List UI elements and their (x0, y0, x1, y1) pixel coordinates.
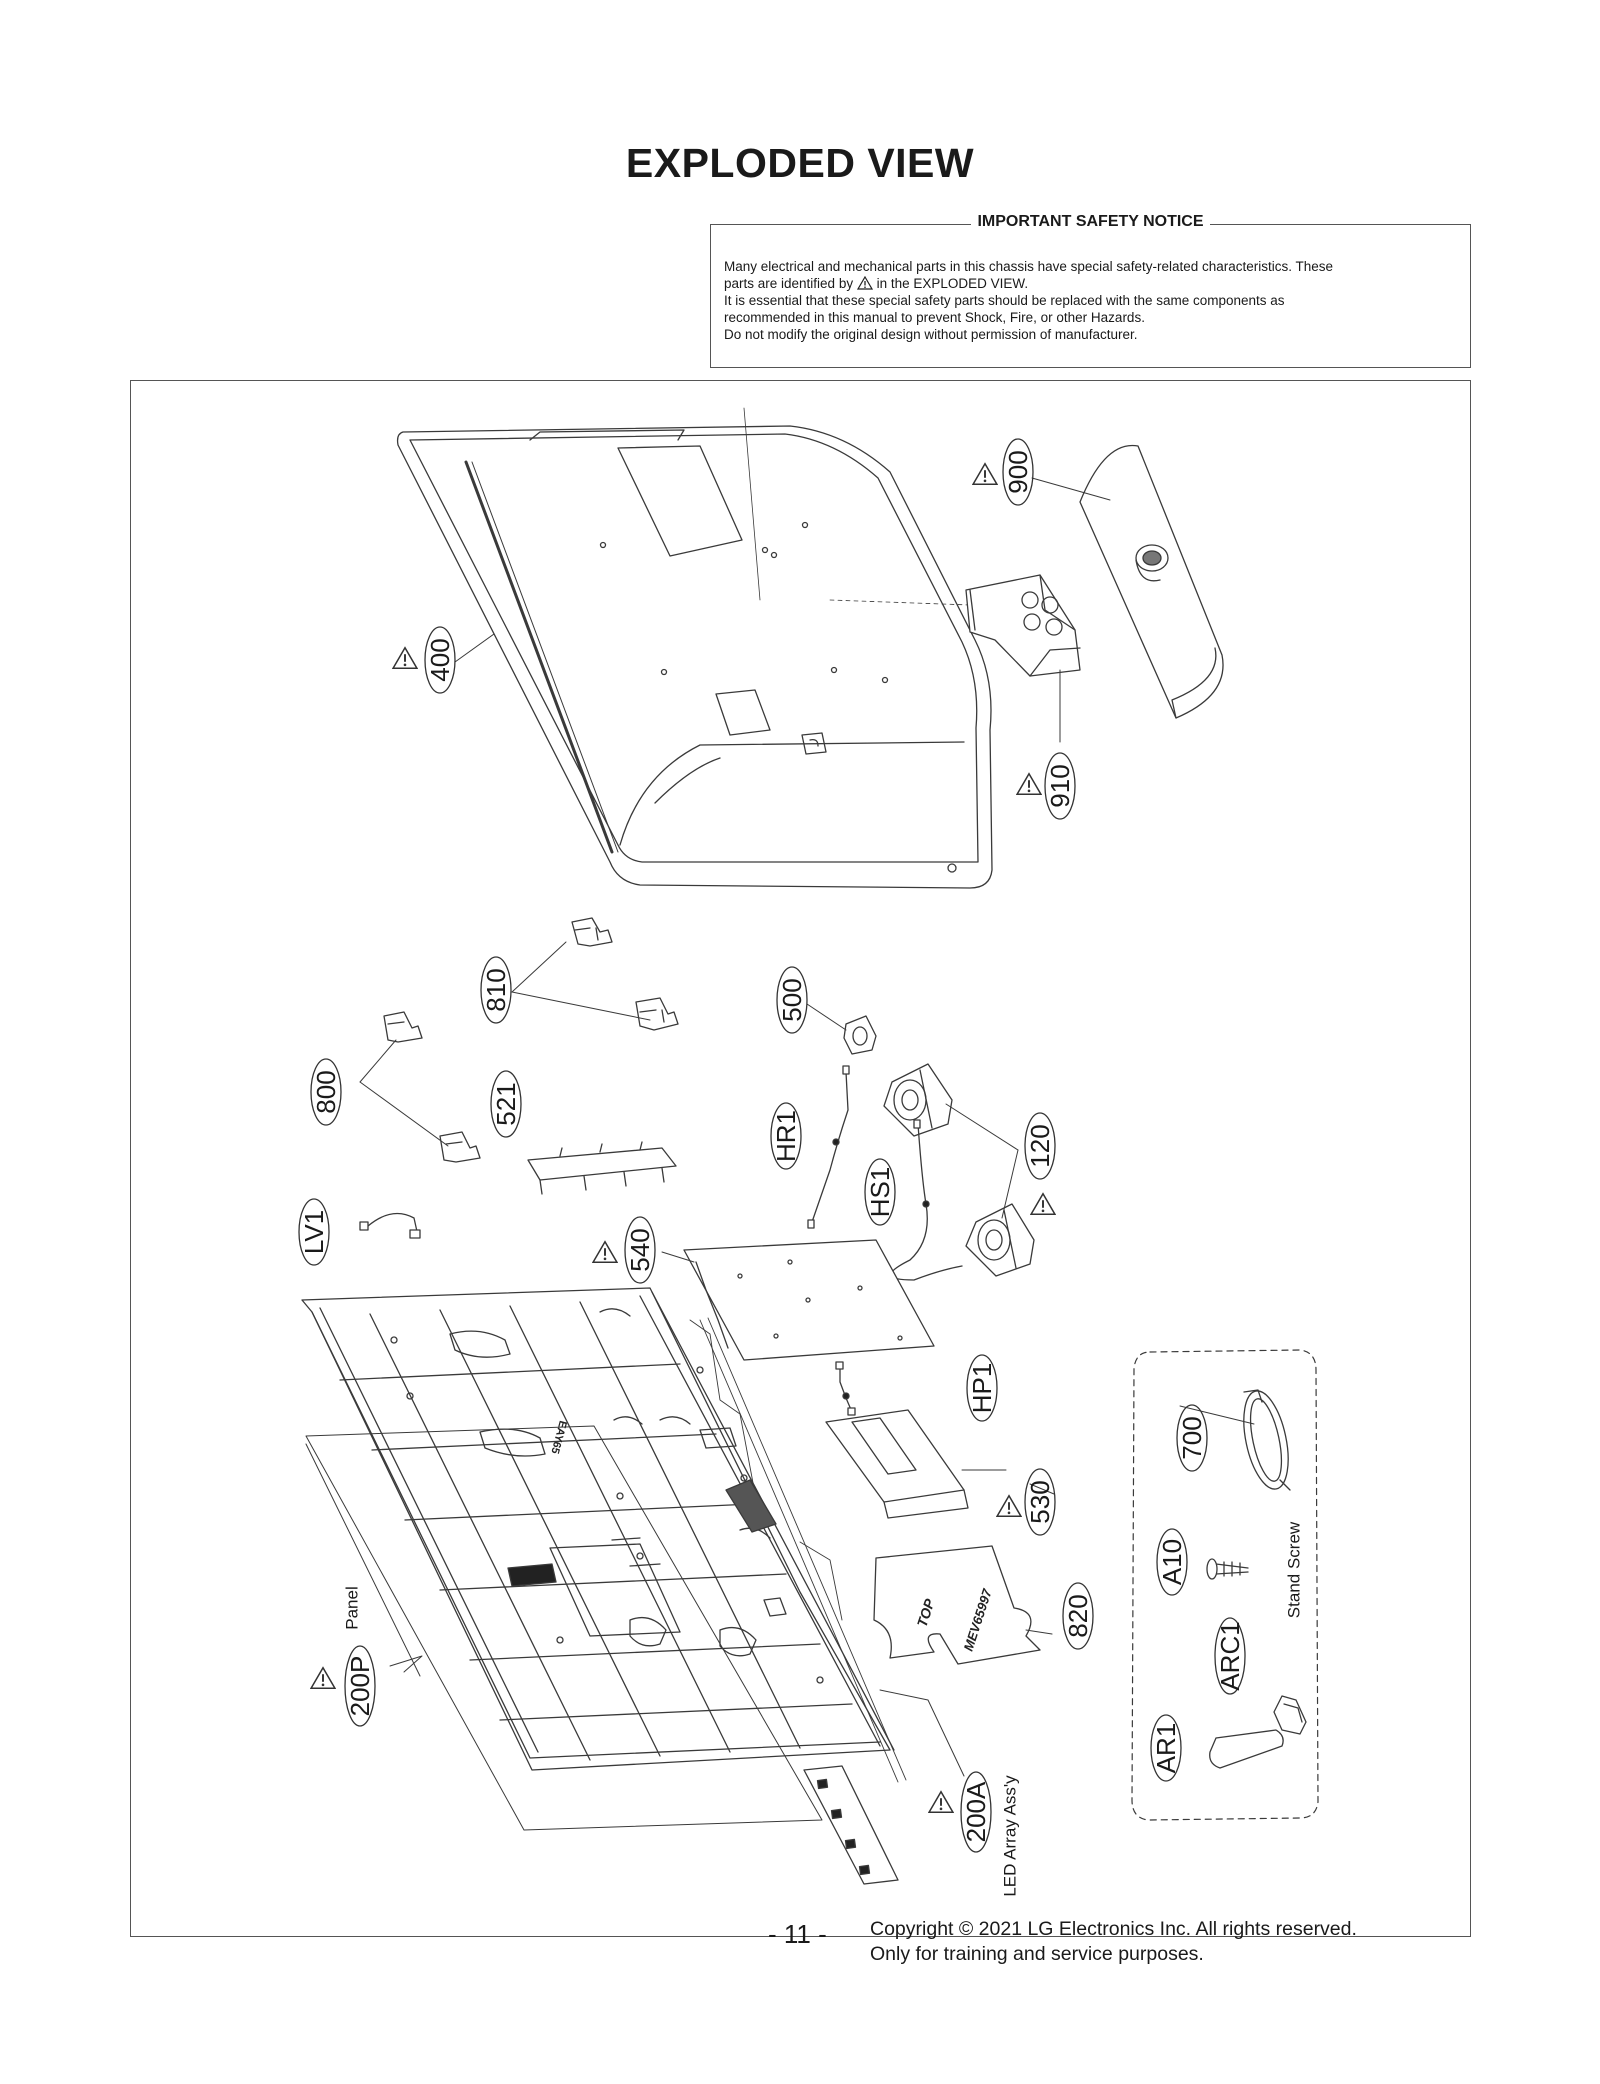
callout-500-oval (776, 966, 808, 1034)
wire-hr1 (807, 1065, 850, 1229)
part-arc1-label: ARC1 (1215, 1621, 1245, 1690)
safety-notice-box: IMPORTANT SAFETY NOTICE Many electrical … (710, 213, 1471, 368)
callout-530-oval (1024, 1468, 1056, 1536)
warning-triangle-icon (392, 646, 418, 670)
callout-521-oval (490, 1070, 522, 1138)
callout-hr1-oval (770, 1102, 802, 1170)
speaker-top (883, 1063, 953, 1137)
module-frame (301, 1287, 895, 1771)
callout-400-oval (424, 626, 456, 694)
notice-line: Many electrical and mechanical parts in … (724, 259, 1334, 274)
part-lv1-label: LV1 (299, 1210, 329, 1254)
part-540-label: 540 (625, 1228, 655, 1271)
part-hp1-label: HP1 (967, 1363, 997, 1414)
safety-notice-body: Many electrical and mechanical parts in … (724, 258, 1457, 343)
bracket-810 (571, 917, 679, 1031)
callout-hp1-oval (966, 1354, 998, 1422)
part-400-label: 400 (425, 638, 455, 681)
guide-sheet (873, 1545, 1041, 1665)
callout-900-oval (1002, 438, 1034, 506)
led-array-caption: LED Array Ass'y (1001, 1775, 1020, 1897)
notice-line: It is essential that these special safet… (724, 293, 1285, 308)
training-text: Only for training and service purposes. (870, 1943, 1204, 1965)
copyright-block: Copyright © 2021 LG Electronics Inc. All… (870, 1917, 1357, 1967)
callout-200a-oval (960, 1771, 992, 1853)
copyright-text: Copyright © 2021 LG Electronics Inc. All… (870, 1918, 1357, 1940)
part-hr1-label: HR1 (771, 1110, 801, 1162)
warning-triangle-icon (1030, 1192, 1056, 1216)
exploded-view-frame (130, 380, 1471, 1937)
callout-ar1-oval (1150, 1714, 1182, 1782)
callout-810-oval (480, 956, 512, 1024)
part-200p-label: 200P (345, 1656, 375, 1717)
callout-a10-oval (1156, 1528, 1188, 1596)
cable-holder (527, 1141, 677, 1195)
callout-hs1-oval (864, 1158, 896, 1226)
callout-540-oval (624, 1216, 656, 1284)
part-820-label: 820 (1063, 1594, 1093, 1637)
warning-triangle-icon (856, 276, 873, 290)
notice-line: parts are identified by in the EXPLODED … (724, 275, 1457, 292)
warning-triangle-icon (592, 1240, 618, 1264)
callout-200p-oval (344, 1645, 376, 1727)
led-array-strip (699, 1317, 907, 1885)
back-cover (396, 407, 993, 889)
warning-triangle-icon (996, 1494, 1022, 1518)
part-500-label: 500 (777, 978, 807, 1021)
part-200a-label: 200A (961, 1781, 991, 1842)
part-120-label: 120 (1025, 1124, 1055, 1167)
wire-hs1 (890, 1119, 963, 1281)
callout-lv1-oval (298, 1198, 330, 1266)
main-board (683, 1239, 935, 1361)
ir-module-500 (843, 1015, 877, 1055)
warning-triangle-icon (972, 462, 998, 486)
callout-820-oval (1062, 1582, 1094, 1650)
notice-line: Do not modify the original design withou… (724, 327, 1138, 342)
leader-lines (305, 477, 1255, 1777)
warning-triangle-icon (1016, 772, 1042, 796)
bracket-800 (383, 1011, 481, 1163)
part-hs1-label: HS1 (865, 1167, 895, 1218)
warning-triangle-icon (928, 1790, 954, 1814)
panel-caption: Panel (343, 1586, 362, 1629)
callout-910-oval (1044, 752, 1076, 820)
part-810-label: 810 (481, 968, 511, 1011)
power-cable-hp1 (835, 1361, 856, 1416)
speaker-bottom (965, 1203, 1035, 1277)
callout-800-oval (310, 1058, 342, 1126)
part-ar1-label: AR1 (1151, 1723, 1181, 1774)
part-700-label: 700 (1177, 1416, 1207, 1459)
accessory-group (1131, 1349, 1319, 1821)
warning-triangle-icon (310, 1666, 336, 1690)
safety-notice-heading: IMPORTANT SAFETY NOTICE (971, 213, 1210, 230)
stand-base (1079, 444, 1224, 719)
notice-text: in the EXPLODED VIEW. (876, 276, 1029, 291)
notice-text: parts are identified by (724, 276, 854, 291)
page-number: - 11 - (768, 1919, 827, 1949)
part-910-label: 910 (1045, 764, 1075, 807)
lvds-cable (359, 1212, 421, 1239)
page-title: EXPLODED VIEW (625, 140, 975, 186)
part-521-label: 521 (491, 1082, 521, 1125)
part-800-label: 800 (311, 1070, 341, 1113)
lcd-panel (305, 1425, 823, 1831)
callout-arc1-oval (1214, 1617, 1246, 1695)
callout-700-oval (1176, 1404, 1208, 1472)
part-a10-label: A10 (1157, 1539, 1187, 1585)
callout-120-oval (1024, 1112, 1056, 1180)
stand-screw-caption: Stand Screw (1285, 1521, 1304, 1618)
notice-line: recommended in this manual to prevent Sh… (724, 310, 1145, 325)
stand-body (965, 574, 1081, 677)
part-530-label: 530 (1025, 1480, 1055, 1523)
part-900-label: 900 (1003, 450, 1033, 493)
power-supply (825, 1409, 969, 1519)
